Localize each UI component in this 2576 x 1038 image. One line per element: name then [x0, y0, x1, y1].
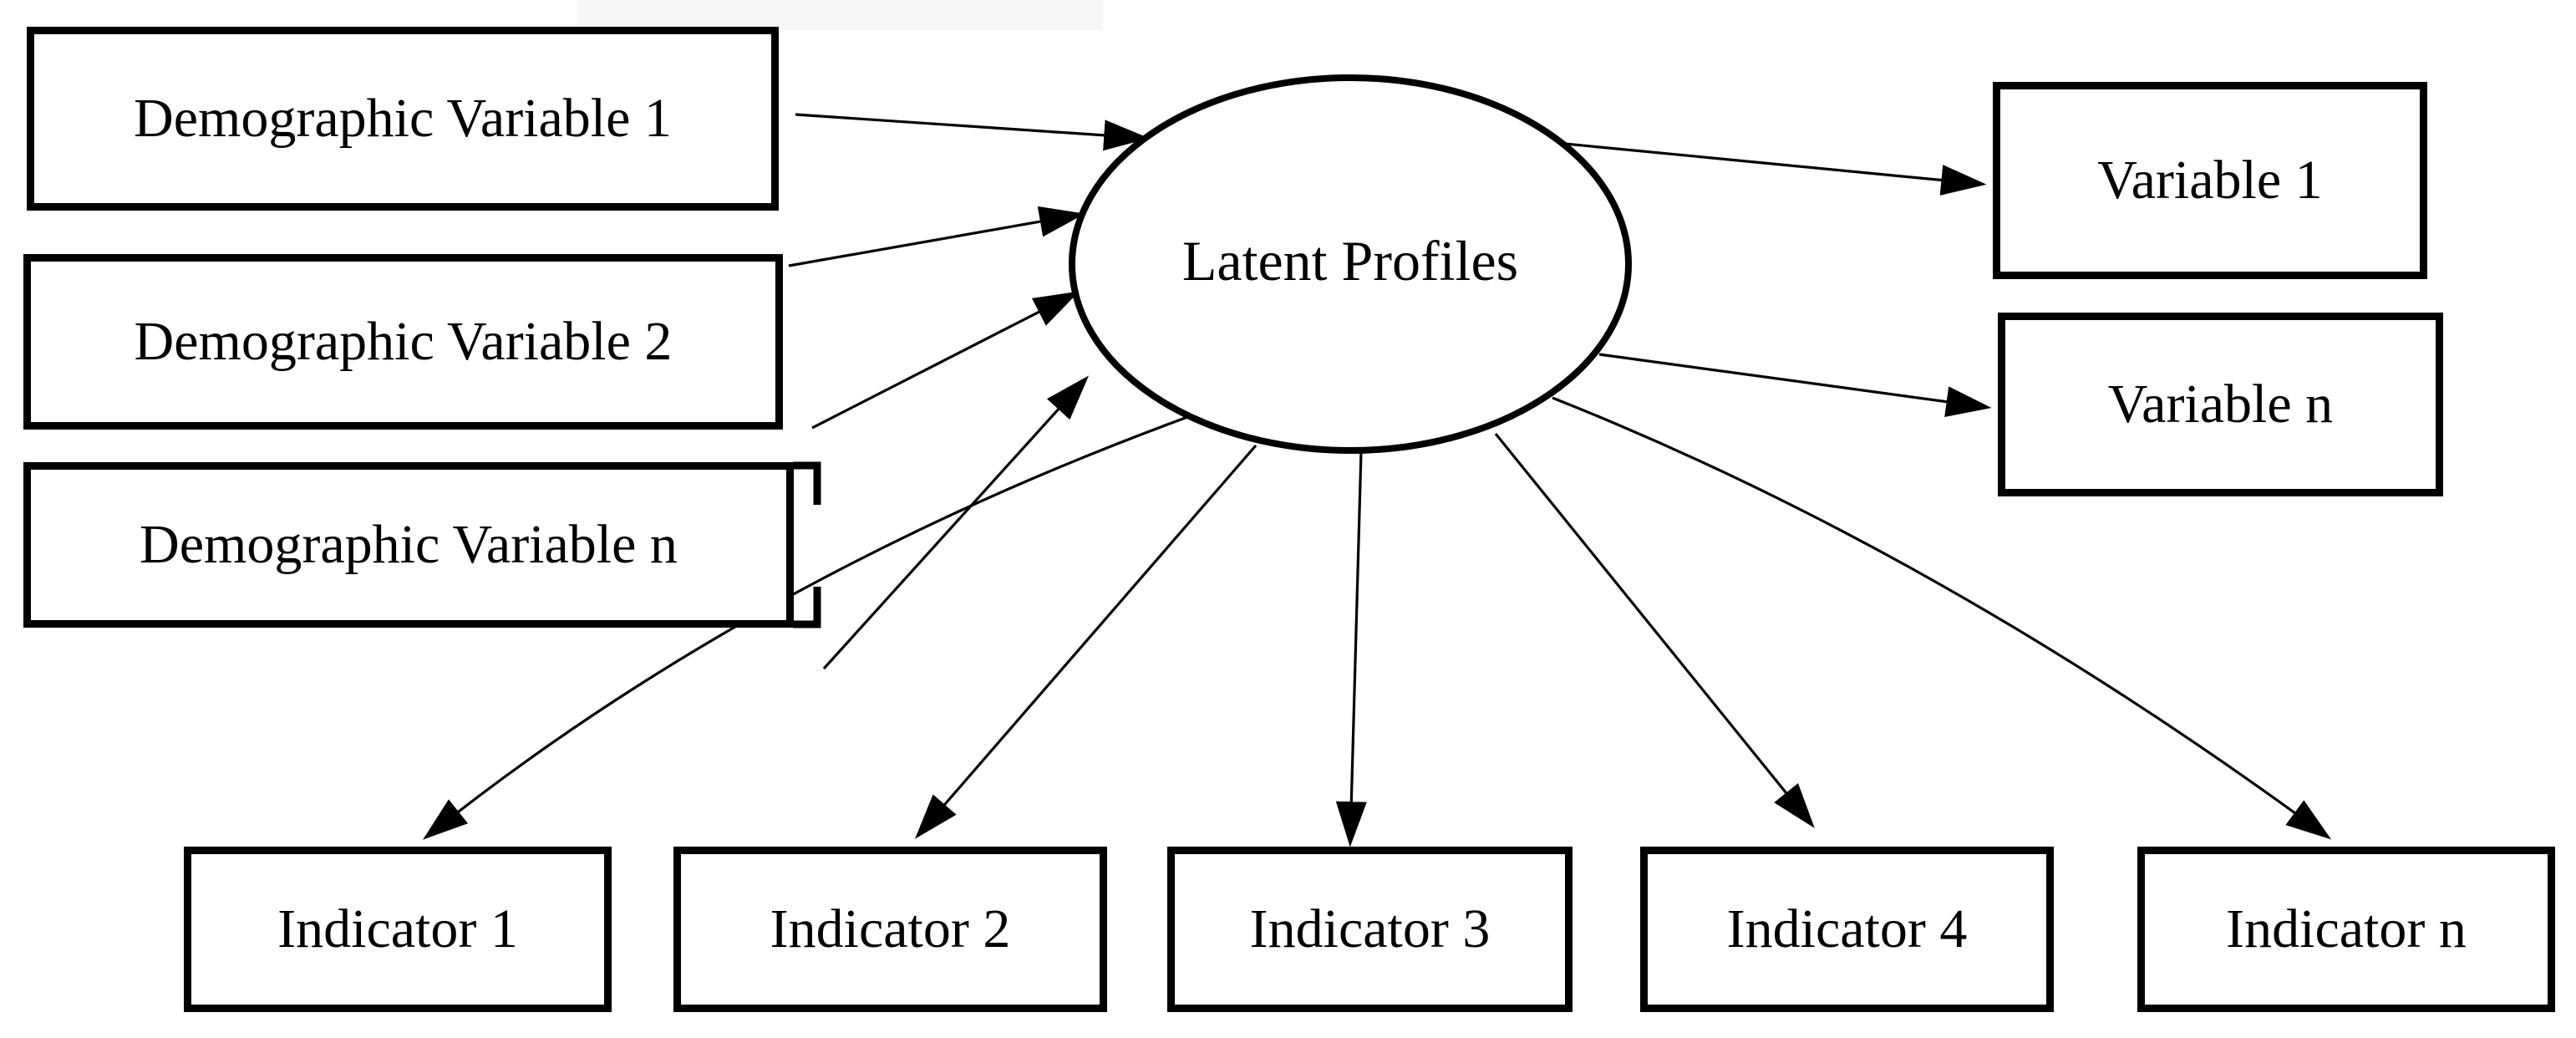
node-label: Indicator 4 — [1726, 898, 1968, 959]
arrow-demographic-2-to-latent — [788, 206, 1085, 267]
arrow-demographic-1-to-latent — [795, 113, 1150, 151]
node-label: Variable 1 — [2097, 150, 2323, 211]
arrow-latent-to-variable-1 — [1564, 142, 1987, 196]
node-variable-1: Variable 1 — [1993, 82, 2427, 279]
arrow-demographic-n-to-latent — [822, 375, 1090, 670]
arrow-demographic-2b-to-latent — [811, 291, 1080, 430]
node-label: Indicator 2 — [770, 898, 1011, 959]
scan-artifact-band — [577, 0, 1103, 30]
arrow-latent-to-indicator-2 — [915, 444, 1258, 839]
node-demographic-variable-1: Demographic Variable 1 — [27, 27, 779, 211]
node-label: Demographic Variable 2 — [134, 311, 673, 372]
node-indicator-2: Indicator 2 — [673, 847, 1107, 1012]
node-demographic-variable-n: Demographic Variable n — [23, 462, 794, 628]
node-indicator-1: Indicator 1 — [184, 847, 612, 1012]
node-indicator-n: Indicator n — [2137, 847, 2555, 1012]
arrow-latent-to-indicator-4 — [1494, 432, 1815, 828]
node-indicator-3: Indicator 3 — [1167, 847, 1573, 1012]
demographic-n-border-artifact-top — [793, 461, 821, 505]
node-label: Indicator 3 — [1249, 898, 1491, 959]
arrow-latent-to-variable-n — [1598, 353, 1992, 418]
node-label: Indicator 1 — [277, 898, 518, 959]
node-indicator-4: Indicator 4 — [1640, 847, 2054, 1012]
arrow-latent-to-indicator-n — [1552, 396, 2332, 840]
arrow-latent-to-indicator-3 — [1335, 451, 1367, 847]
node-label: Variable n — [2107, 374, 2334, 435]
node-demographic-variable-2: Demographic Variable 2 — [23, 254, 783, 430]
latent-profiles-node: Latent Profiles — [1116, 219, 1584, 303]
node-variable-n: Variable n — [1998, 313, 2443, 496]
node-label: Indicator n — [2226, 898, 2467, 959]
node-label: Demographic Variable n — [140, 514, 678, 575]
demographic-n-border-artifact-bottom — [793, 587, 821, 628]
node-label: Demographic Variable 1 — [134, 88, 672, 149]
latent-profiles-ellipse — [1069, 74, 1632, 454]
latent-profiles-label: Latent Profiles — [1181, 228, 1519, 293]
